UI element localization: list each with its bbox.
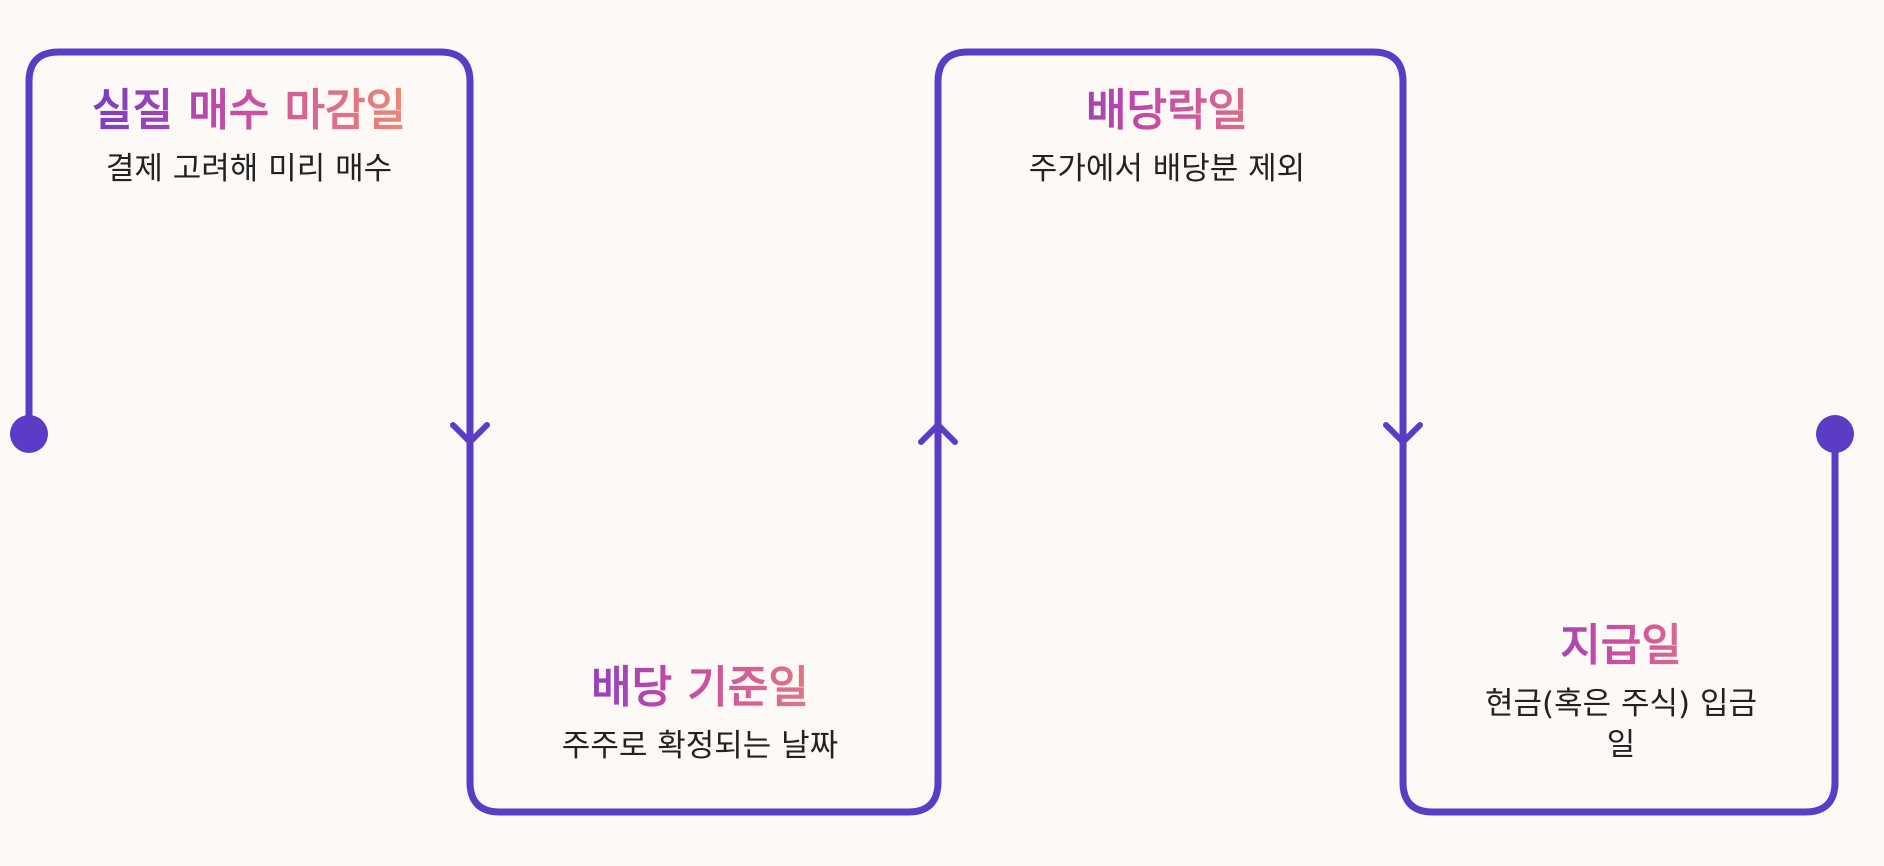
end-dot xyxy=(1816,415,1854,453)
step-record-date: 배당 기준일 주주로 확정되는 날짜 xyxy=(520,660,880,767)
arrow-down-icon xyxy=(450,422,490,445)
step-description: 현금(혹은 주식) 입금일 xyxy=(1484,686,1758,763)
arrow-down-icon xyxy=(1383,422,1423,445)
step-description: 주주로 확정되는 날짜 xyxy=(561,728,839,764)
step-title: 지급일 xyxy=(1471,618,1771,674)
step-description: 주가에서 배당분 제외 xyxy=(1028,151,1306,187)
start-dot xyxy=(10,415,48,453)
step-payment-date: 지급일 현금(혹은 주식) 입금일 xyxy=(1471,618,1771,766)
timeline-connector-line xyxy=(25,48,1839,816)
step-buy-deadline: 실질 매수 마감일 결제 고려해 미리 매수 xyxy=(69,83,429,190)
step-title: 실질 매수 마감일 xyxy=(69,83,429,139)
step-title: 배당락일 xyxy=(987,83,1347,139)
step-title: 배당 기준일 xyxy=(520,660,880,716)
step-description: 결제 고려해 미리 매수 xyxy=(105,151,393,187)
arrow-up-icon xyxy=(918,422,958,445)
step-ex-dividend-date: 배당락일 주가에서 배당분 제외 xyxy=(987,83,1347,190)
